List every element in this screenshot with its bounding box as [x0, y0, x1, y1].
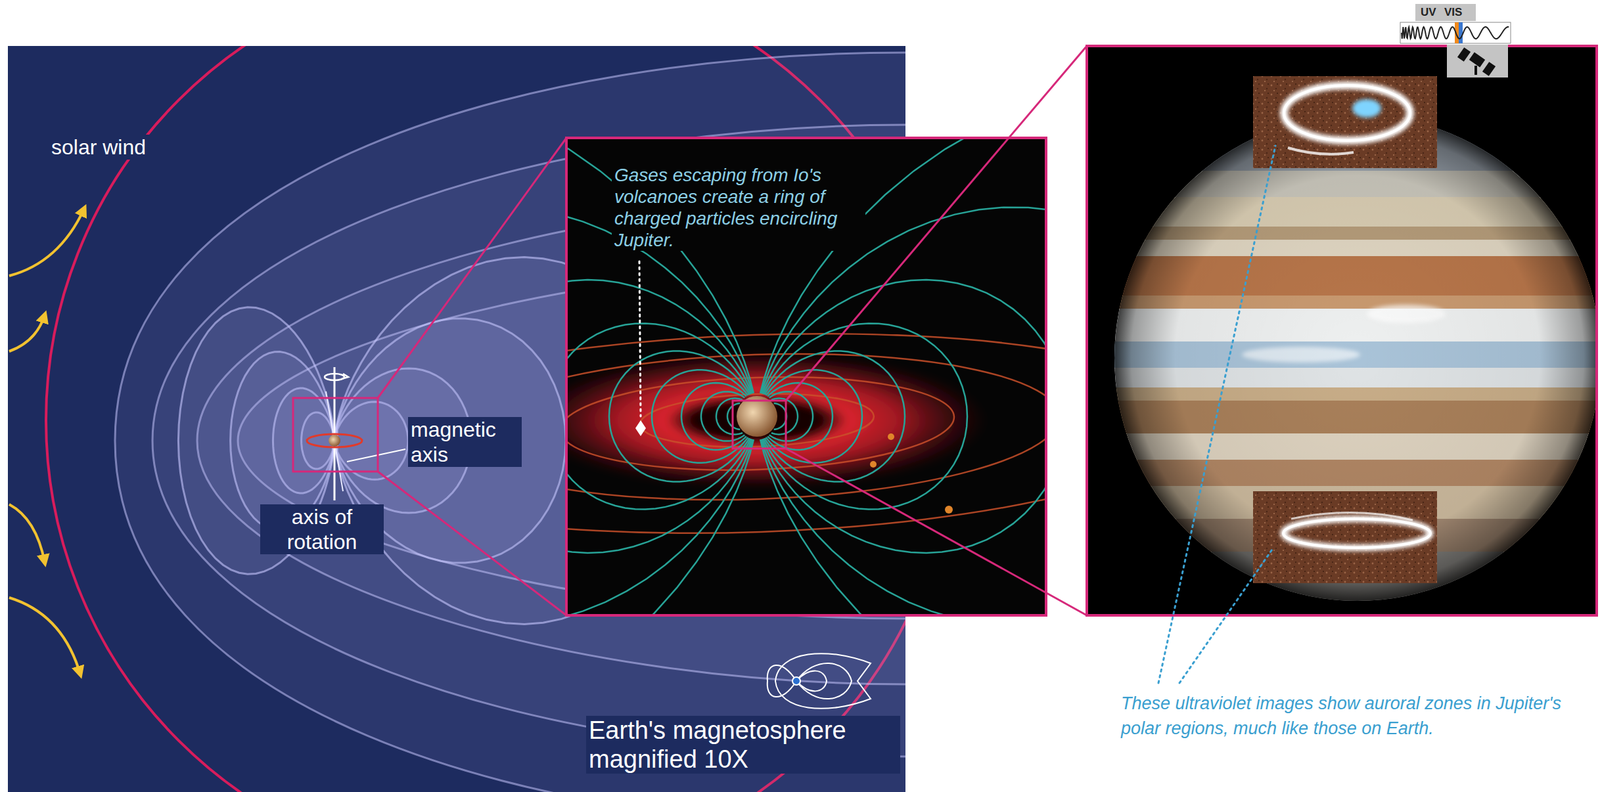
spectrum-label: VIS [1444, 5, 1475, 20]
aurora-image [1283, 519, 1431, 549]
field-line [763, 323, 968, 510]
zoom-line [377, 471, 567, 616]
field-line [609, 351, 750, 483]
field-line [566, 207, 754, 616]
axis-label: magnetic axis [408, 417, 522, 468]
spectrum-icon [1400, 3, 1511, 78]
jupiter-photo [1110, 111, 1597, 605]
solar-wind-arrow [9, 597, 81, 675]
scale-note: Earth's magnetosphere magnified 10X [586, 716, 901, 775]
jupiter-photo [1110, 76, 1597, 605]
moon-orbit [566, 319, 1047, 548]
io-marker [635, 420, 646, 437]
zoom-frame [293, 398, 378, 472]
moon [869, 461, 877, 468]
spectrum-icon [1401, 26, 1509, 39]
aurora-image [1291, 512, 1413, 521]
axis-label: axis of rotation [260, 504, 384, 555]
field-line [566, 323, 751, 510]
aurora-image [1352, 99, 1382, 118]
magnetosphere-shell [152, 124, 906, 757]
aurora-image [1287, 147, 1354, 155]
moon [636, 424, 953, 514]
spectrum-icon [1457, 47, 1496, 77]
earth-magnetosphere-icon [792, 677, 801, 686]
aurora-image [1283, 512, 1431, 549]
leader-line [1158, 145, 1276, 684]
aurora-image [1283, 85, 1411, 155]
caption: These ultraviolet images show auroral zo… [1120, 691, 1581, 742]
earth-magnetosphere-icon [767, 653, 871, 709]
field-line [566, 279, 752, 554]
jupiter [736, 396, 778, 437]
aurora-image [1283, 85, 1411, 141]
spectrum-icon [1469, 52, 1486, 68]
solar-wind-arrow [9, 208, 85, 675]
annotation: Gases escaping from Io's volcanoes creat… [611, 164, 866, 252]
moon-orbit [566, 344, 1047, 510]
spectrum-icon [1415, 3, 1476, 22]
aurora-image [1283, 85, 1411, 141]
earth-magnetosphere-icon [775, 653, 871, 709]
jupiter-photo [1114, 114, 1597, 602]
zoom-line [377, 137, 567, 616]
solar-wind-arrow [9, 315, 45, 352]
spectrum-icon [1446, 44, 1509, 78]
aurora-image [1253, 76, 1438, 169]
moon [944, 505, 953, 514]
axis-symbol [346, 449, 406, 462]
aurora-image [1283, 519, 1431, 549]
field-line [760, 207, 1047, 616]
leader-line [1158, 145, 1276, 684]
spectrum-icon [1457, 47, 1471, 62]
earth-magnetosphere-icon [796, 663, 852, 700]
zoom-line [785, 45, 1087, 616]
axis-symbol [341, 373, 349, 380]
zoom-frame [732, 400, 786, 449]
axis-symbol [306, 434, 363, 448]
solar-wind-arrow [9, 504, 45, 563]
spectrum-icon [1400, 22, 1511, 44]
spectrum-icon [1474, 65, 1478, 75]
solar-wind-arrow [9, 208, 85, 276]
spectrum-icon [1458, 22, 1463, 44]
photo-frame [1086, 45, 1597, 616]
axis-symbol [325, 391, 343, 492]
aurora-image [1253, 76, 1438, 584]
moon-orbit [566, 319, 1047, 548]
spectrum-label: UV [1420, 5, 1447, 20]
zoom-line [785, 448, 1087, 616]
zoom-line [377, 137, 567, 399]
aurora-image [1253, 491, 1438, 584]
moon [887, 433, 895, 441]
leader-line [639, 261, 641, 417]
field-line [762, 279, 1047, 554]
axis-symbol [324, 373, 345, 381]
callout-label: solar wind [48, 134, 153, 160]
leader-line [1179, 548, 1274, 684]
spectrum-icon [1482, 61, 1496, 77]
moon-orbit [639, 390, 876, 451]
axis-symbol [328, 434, 341, 447]
